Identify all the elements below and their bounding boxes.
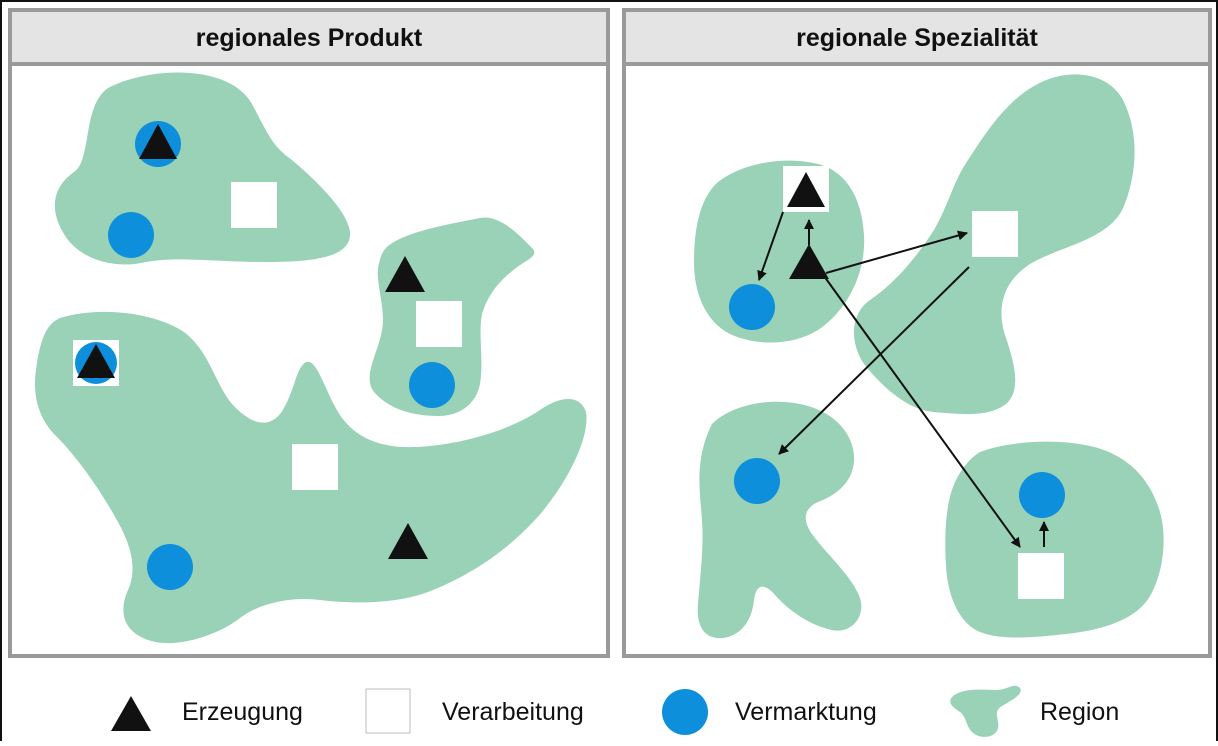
legend-label-verarbeitung: Verarbeitung [442,698,584,726]
legend-erzeugung-triangle-icon [111,696,151,731]
verarbeitung-square-icon [292,444,338,490]
legend-vermarktung-circle-icon [662,689,708,735]
region-right-bottom-left [697,401,862,639]
erzeugung-triangle-icon [77,344,115,378]
vermarktung-circle-icon [409,362,455,408]
panel-title-right: regionale Spezialität [796,24,1038,52]
vermarktung-circle-icon [729,284,775,330]
panel-regionales-produkt [8,8,610,658]
erzeugung-triangle-icon [385,256,425,292]
legend [111,685,1021,737]
legend-region-blob-icon [950,685,1021,737]
panel-regionale-spezialitaet [622,8,1212,658]
erzeugung-triangle-icon [787,172,825,207]
vermarktung-circle-icon [1019,472,1065,518]
erzeugung-triangle-icon [789,244,829,279]
panel-title-left: regionales Produkt [195,24,423,52]
verarbeitung-square-icon [972,211,1018,257]
flow-arrow-icon [757,211,784,281]
legend-verarbeitung-square-icon [365,688,411,734]
erzeugung-triangle-icon [139,124,177,159]
verarbeitung-square-icon [1018,553,1064,599]
verarbeitung-square-icon [416,301,462,347]
panel-left-title-bar [12,12,606,64]
verarbeitung-square-icon [231,182,277,228]
panel-right-title-bar [626,12,1208,64]
flow-arrow-icon [823,275,1021,548]
region-right-bottom-right [945,441,1164,638]
flow-arrow-icon [778,266,970,455]
flow-arrow-icon [825,230,968,274]
legend-label-erzeugung: Erzeugung [182,698,303,726]
vermarktung-circle-icon [147,544,193,590]
legend-label-region: Region [1040,698,1120,726]
erzeugung-triangle-icon [388,523,428,559]
vermarktung-circle-icon [734,458,780,504]
vermarktung-circle-icon [108,212,154,258]
legend-label-vermarktung: Vermarktung [735,698,877,726]
